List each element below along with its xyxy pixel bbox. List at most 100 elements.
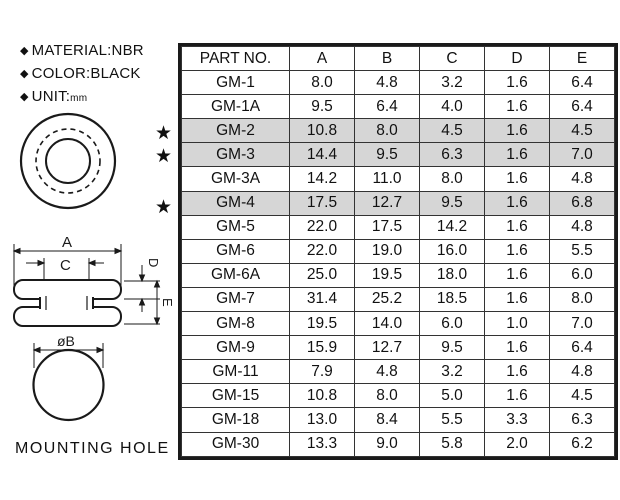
cell-a: 22.0 — [289, 214, 355, 240]
cell-part-no: GM-6 — [181, 238, 290, 264]
cell-c: 16.0 — [419, 238, 485, 264]
cell-part-no: GM-9 — [181, 335, 290, 361]
neck — [40, 296, 93, 309]
header-part-no: PART NO. — [181, 45, 290, 72]
cell-e: 4.8 — [549, 214, 615, 240]
cell-b: 12.7 — [354, 335, 420, 361]
cell-part-no: GM-7 — [181, 286, 290, 313]
cell-c: 9.5 — [419, 335, 485, 361]
cell-part-no: GM-3A — [181, 166, 290, 192]
cell-e: 5.5 — [549, 238, 615, 264]
star-icon: ★ — [155, 197, 173, 218]
diamond-bullet-icon: ◆ — [20, 91, 29, 103]
table-body: GM-1 8.0 4.8 3.2 1.6 6.4 GM-1A 9.5 6.4 4… — [181, 70, 615, 457]
cell-d: 1.0 — [484, 311, 550, 337]
material-text: MATERIAL:NBR — [31, 42, 144, 59]
cell-c: 6.0 — [419, 311, 485, 337]
cell-d: 1.6 — [484, 70, 550, 96]
cell-e: 6.4 — [549, 70, 615, 96]
cell-d: 1.6 — [484, 286, 550, 313]
cell-c: 4.5 — [419, 118, 485, 144]
table-row: GM-9 15.9 12.7 9.5 1.6 6.4 — [181, 335, 615, 361]
cell-b: 8.0 — [354, 383, 420, 409]
cell-c: 4.0 — [419, 94, 485, 120]
cell-d: 2.0 — [484, 431, 550, 457]
unit-value: mm — [70, 93, 88, 104]
cell-a: 10.8 — [289, 383, 355, 409]
cell-b: 14.0 — [354, 311, 420, 337]
cell-b: 8.0 — [354, 118, 420, 144]
cell-d: 1.6 — [484, 238, 550, 264]
cell-a: 13.0 — [289, 407, 355, 433]
mounting-hole-drawing — [32, 343, 105, 422]
cell-e: 6.4 — [549, 335, 615, 361]
diamond-bullet-icon: ◆ — [20, 68, 29, 80]
cell-part-no: GM-5 — [181, 214, 290, 240]
mounting-hole-circle — [32, 348, 105, 422]
cell-e: 6.4 — [549, 94, 615, 120]
dimension-lines — [12, 244, 161, 326]
cell-a: 22.0 — [289, 238, 355, 264]
table-row: GM-18 13.0 8.4 5.5 3.3 6.3 — [181, 407, 615, 433]
cell-d: 1.6 — [484, 383, 550, 409]
cell-a: 7.9 — [289, 359, 355, 385]
cell-b: 19.0 — [354, 238, 420, 264]
cell-b: 4.8 — [354, 359, 420, 385]
cell-part-no: GM-1A — [181, 94, 290, 120]
cell-b: 6.4 — [354, 94, 420, 120]
cell-c: 9.5 — [419, 190, 485, 216]
cell-c: 3.2 — [419, 70, 485, 96]
bottom-flange — [13, 306, 122, 327]
cell-part-no: GM-11 — [181, 359, 290, 385]
table-row-highlighted: GM-4 17.5 12.7 9.5 1.6 6.8 — [181, 190, 615, 216]
table-row: GM-3A 14.2 11.0 8.0 1.6 4.8 — [181, 166, 615, 192]
spec-list: ◆MATERIAL:NBR ◆COLOR:BLACK ◆UNIT:mm — [20, 40, 144, 110]
cell-e: 6.0 — [549, 262, 615, 288]
cell-e: 6.3 — [549, 407, 615, 433]
table-row: GM-1A 9.5 6.4 4.0 1.6 6.4 — [181, 94, 615, 120]
cell-c: 18.5 — [419, 286, 485, 313]
cell-e: 8.0 — [549, 286, 615, 313]
cell-e: 7.0 — [549, 311, 615, 337]
cell-a: 15.9 — [289, 335, 355, 361]
table-row: GM-7 31.4 25.2 18.5 1.6 8.0 — [181, 286, 615, 313]
grommet-side-view — [13, 279, 122, 327]
table-row: GM-15 10.8 8.0 5.0 1.6 4.5 — [181, 383, 615, 409]
dashed-ring — [35, 128, 101, 194]
inner-hole — [45, 138, 91, 184]
cell-a: 31.4 — [289, 286, 355, 313]
table-row: GM-6A 25.0 19.5 18.0 1.6 6.0 — [181, 262, 615, 288]
table-row: GM-5 22.0 17.5 14.2 1.6 4.8 — [181, 214, 615, 240]
cell-a: 25.0 — [289, 262, 355, 288]
table-row: GM-30 13.3 9.0 5.8 2.0 6.2 — [181, 431, 615, 457]
outer-ring — [19, 112, 117, 210]
cell-c: 14.2 — [419, 214, 485, 240]
cell-a: 19.5 — [289, 311, 355, 337]
table-row: GM-1 8.0 4.8 3.2 1.6 6.4 — [181, 70, 615, 96]
cell-a: 8.0 — [289, 70, 355, 96]
cell-e: 6.2 — [549, 431, 615, 457]
table-row: GM-11 7.9 4.8 3.2 1.6 4.8 — [181, 359, 615, 385]
cell-d: 1.6 — [484, 262, 550, 288]
cell-a: 9.5 — [289, 94, 355, 120]
cell-a: 14.4 — [289, 142, 355, 168]
cell-d: 1.6 — [484, 335, 550, 361]
cell-a: 17.5 — [289, 190, 355, 216]
cell-d: 1.6 — [484, 214, 550, 240]
star-icon: ★ — [155, 123, 173, 144]
cell-c: 6.3 — [419, 142, 485, 168]
header-e: E — [549, 45, 615, 72]
cell-e: 4.8 — [549, 166, 615, 192]
cell-b: 12.7 — [354, 190, 420, 216]
cell-e: 4.5 — [549, 383, 615, 409]
cell-a: 10.8 — [289, 118, 355, 144]
mounting-hole-label: MOUNTING HOLE — [15, 440, 170, 457]
dim-label-e: E — [160, 298, 175, 307]
dim-label-c: C — [60, 257, 71, 274]
cell-a: 14.2 — [289, 166, 355, 192]
cell-part-no: GM-2 — [181, 118, 290, 144]
dim-label-d: D — [146, 258, 161, 267]
cell-b: 19.5 — [354, 262, 420, 288]
cell-d: 1.6 — [484, 190, 550, 216]
dim-label-b: øB — [57, 333, 75, 349]
